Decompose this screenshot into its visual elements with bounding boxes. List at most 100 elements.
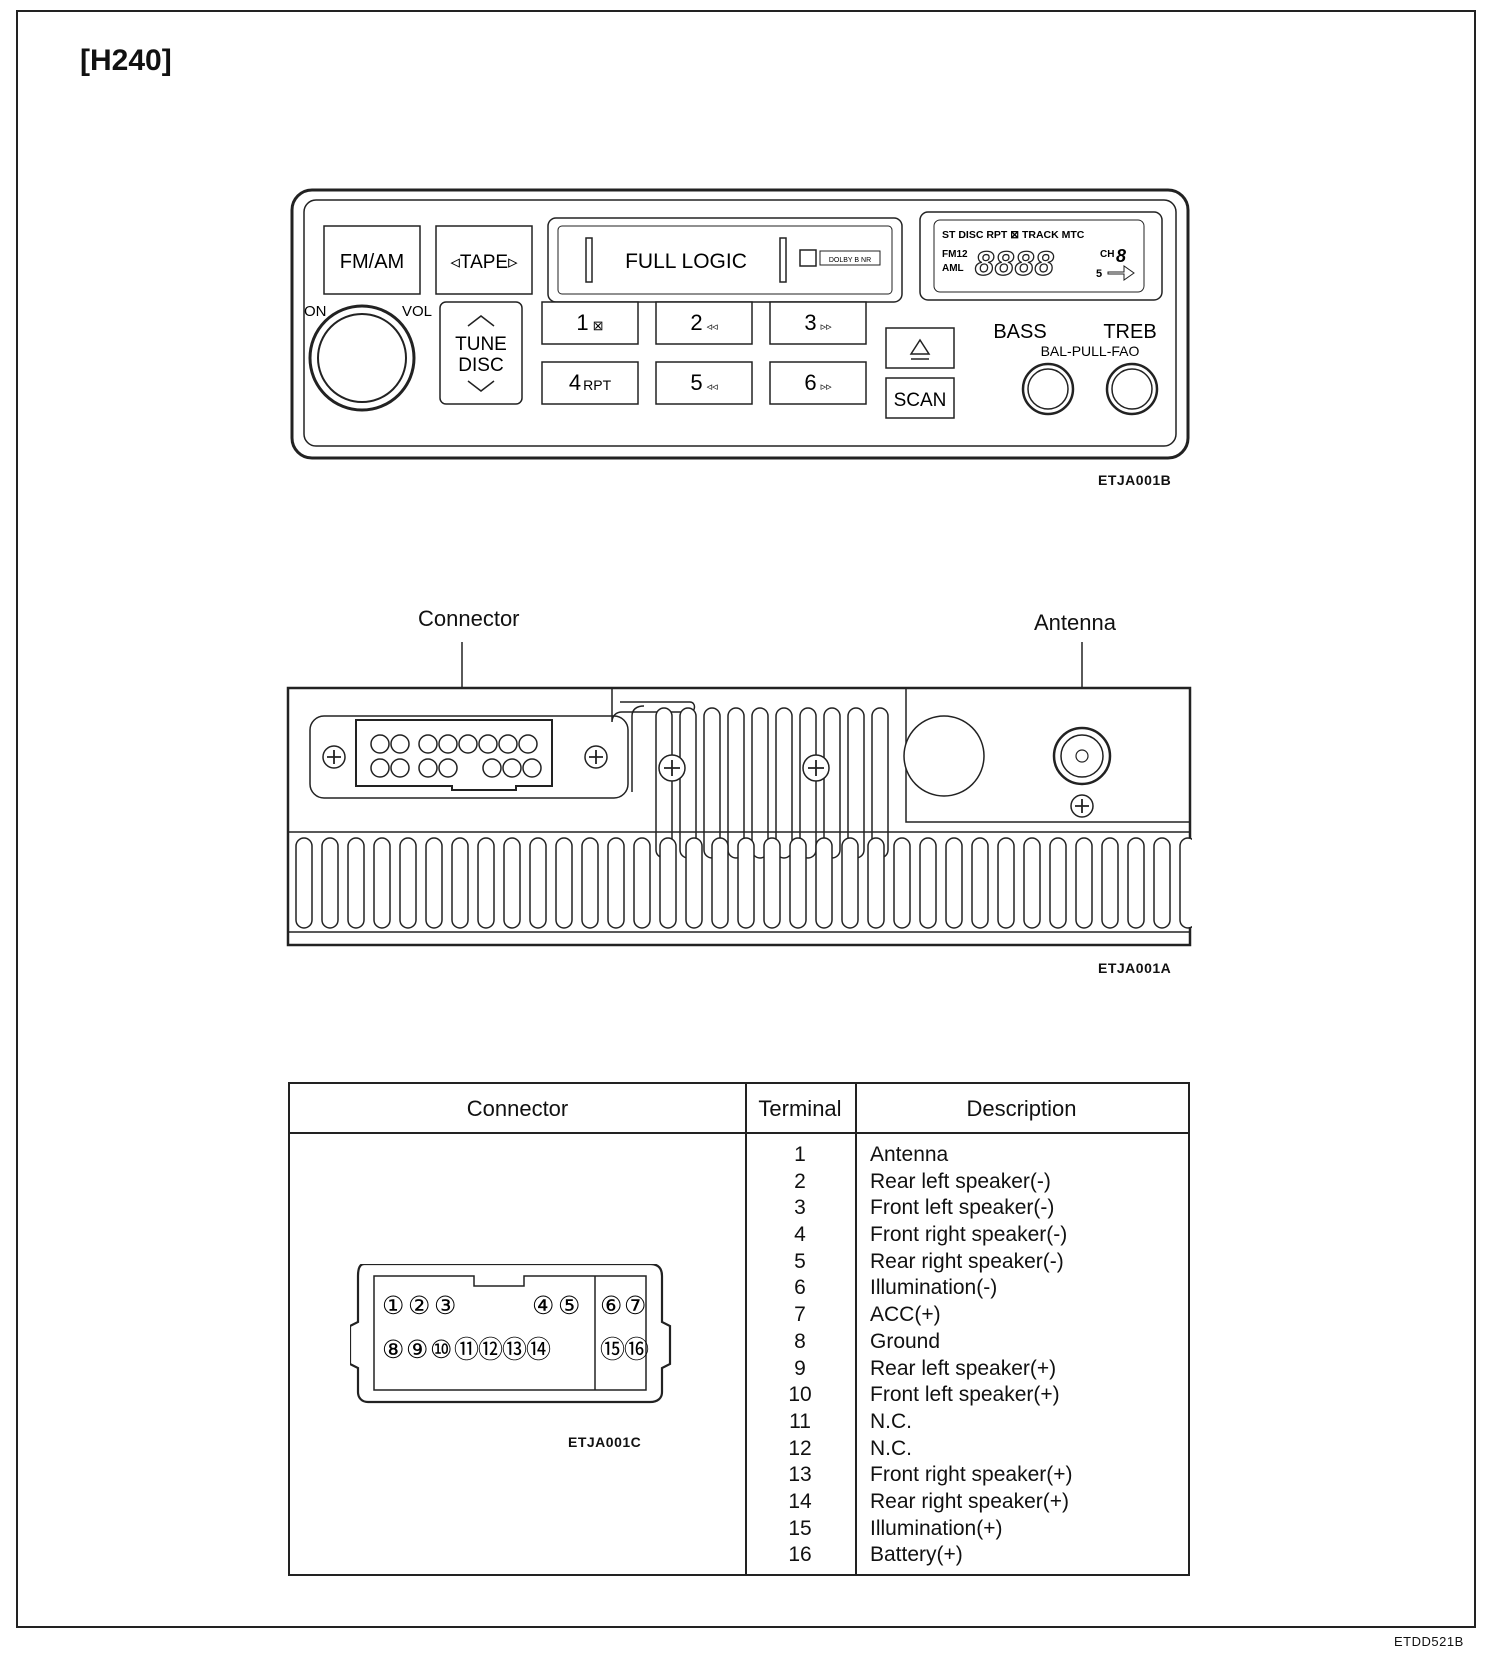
heatsink-fin (823, 707, 841, 859)
connector-pin (478, 734, 498, 754)
heatsink-fin (659, 837, 677, 929)
terminal-number: 10 (788, 1383, 812, 1407)
connector-pin (390, 758, 410, 778)
lcd-display: ST DISC RPT ⊠ TRACK MTC FM12 AML 8888 CH… (919, 211, 1163, 301)
preset-button-1[interactable]: 1⊠ (541, 301, 639, 345)
connector-pin (418, 734, 438, 754)
svg-text:6▹▹: 6▹▹ (804, 370, 832, 395)
tune-disc-rocker[interactable]: TUNE DISC (439, 301, 523, 405)
bass-knob[interactable] (1021, 362, 1075, 416)
pin-9: ⑨ (406, 1336, 427, 1364)
connector-pin (522, 758, 542, 778)
scan-button[interactable]: SCAN (885, 377, 955, 419)
heatsink-fin (871, 707, 889, 859)
heatsink-fin (425, 837, 443, 929)
volume-knob[interactable] (308, 304, 416, 412)
svg-text:2◃◃: 2◃◃ (690, 310, 718, 335)
terminal-description: Front left speaker(-) (870, 1196, 1055, 1220)
eject-button[interactable] (885, 327, 955, 369)
preset-button-3[interactable]: 3▹▹ (769, 301, 867, 345)
preset-button-2[interactable]: 2◃◃ (655, 301, 753, 345)
svg-text:1⊠: 1⊠ (576, 310, 603, 335)
display-five: 5 (1096, 268, 1102, 280)
heatsink-fin (711, 837, 729, 929)
pin-4: ④ (532, 1292, 553, 1320)
cassette-slot: FULL LOGIC DOLBY B NR (547, 217, 903, 303)
terminal-number: 14 (788, 1489, 812, 1513)
connector-pin (498, 734, 518, 754)
fm-am-button[interactable]: FM/AM (323, 225, 421, 295)
display-indicators: ST DISC RPT ⊠ TRACK MTC (942, 229, 1085, 241)
treb-label: TREB (1103, 321, 1156, 343)
connector-pin (438, 734, 458, 754)
radio-front-panel: FM/AM ◃TAPE▹ FULL LOGIC DOLBY B NR ST DI… (290, 188, 1190, 460)
heatsink-fin (529, 837, 547, 929)
terminal-number: 16 (788, 1543, 812, 1567)
heatsink-fin (789, 837, 807, 929)
heatsink-fin (737, 837, 755, 929)
heatsink-fin (1179, 837, 1192, 929)
heatsink-fin (997, 837, 1015, 929)
heatsink-fin (799, 707, 817, 859)
connector-diagram: ① ② ③ ④ ⑤ ⑥ ⑦ ⑧ ⑨ ⑩ ⑪ ⑫ ⑬ ⑭ ⑮ ⑯ (350, 1264, 672, 1404)
terminal-description: Front right speaker(-) (870, 1223, 1068, 1247)
heatsink-fin (451, 837, 469, 929)
heatsink-fin (971, 837, 989, 929)
terminal-number: 13 (788, 1463, 812, 1487)
connector-pin (370, 734, 390, 754)
terminal-number: 9 (794, 1356, 806, 1380)
header-terminal: Terminal (745, 1084, 855, 1134)
heatsink-fin (347, 837, 365, 929)
heatsink-fin (1023, 837, 1041, 929)
eject-icon (909, 338, 931, 360)
preset-button-5[interactable]: 5◃◃ (655, 361, 753, 405)
pin-15: ⑮ (600, 1336, 625, 1364)
scan-label: SCAN (894, 390, 947, 411)
pin-13: ⑬ (502, 1336, 527, 1364)
heatsink-fin (775, 707, 793, 859)
heatsink-fin (1127, 837, 1145, 929)
terminal-description: Front right speaker(+) (870, 1463, 1073, 1487)
terminal-description: ACC(+) (870, 1303, 941, 1327)
fm-am-label: FM/AM (340, 251, 404, 273)
display-arrow-icon (1107, 265, 1135, 281)
connector-pin (418, 758, 438, 778)
heatsink-fin (703, 707, 721, 859)
display-digits: 8888 (975, 245, 1055, 283)
heatsink-fin (321, 837, 339, 929)
preset-button-6[interactable]: 6▹▹ (769, 361, 867, 405)
header-connector: Connector (290, 1084, 745, 1134)
heatsink-fin (867, 837, 885, 929)
connector-pin (390, 734, 410, 754)
bass-label: BASS (993, 321, 1046, 343)
tape-button[interactable]: ◃TAPE▹ (435, 225, 533, 295)
pin-12: ⑫ (478, 1336, 503, 1364)
display-fm12: FM12 (942, 249, 968, 260)
heatsink-fin (1049, 837, 1067, 929)
heatsink-fin (847, 707, 865, 859)
heatsink-fin (751, 707, 769, 859)
heatsink-fin (919, 837, 937, 929)
antenna-callout: Antenna (1034, 610, 1116, 635)
heatsink-fin (655, 707, 673, 859)
disc-label: DISC (458, 355, 503, 376)
connector-table: Connector Terminal Description ① ② ③ ④ ⑤… (288, 1082, 1190, 1576)
on-label: ON (304, 303, 327, 320)
pin-1: ① (382, 1292, 403, 1320)
heatsink-fin (679, 707, 697, 859)
terminal-description: N.C. (870, 1436, 912, 1460)
front-panel-code: ETJA001B (1098, 472, 1172, 488)
pin-5: ⑤ (558, 1292, 579, 1320)
pin-8: ⑧ (382, 1336, 403, 1364)
heatsink-fin (763, 837, 781, 929)
treb-knob[interactable] (1105, 362, 1159, 416)
heatsink-upper (655, 707, 889, 859)
heatsink-fin (841, 837, 859, 929)
connector-code: ETJA001C (568, 1434, 642, 1450)
heatsink-fin (1075, 837, 1093, 929)
terminal-description: Rear right speaker(+) (870, 1489, 1069, 1513)
